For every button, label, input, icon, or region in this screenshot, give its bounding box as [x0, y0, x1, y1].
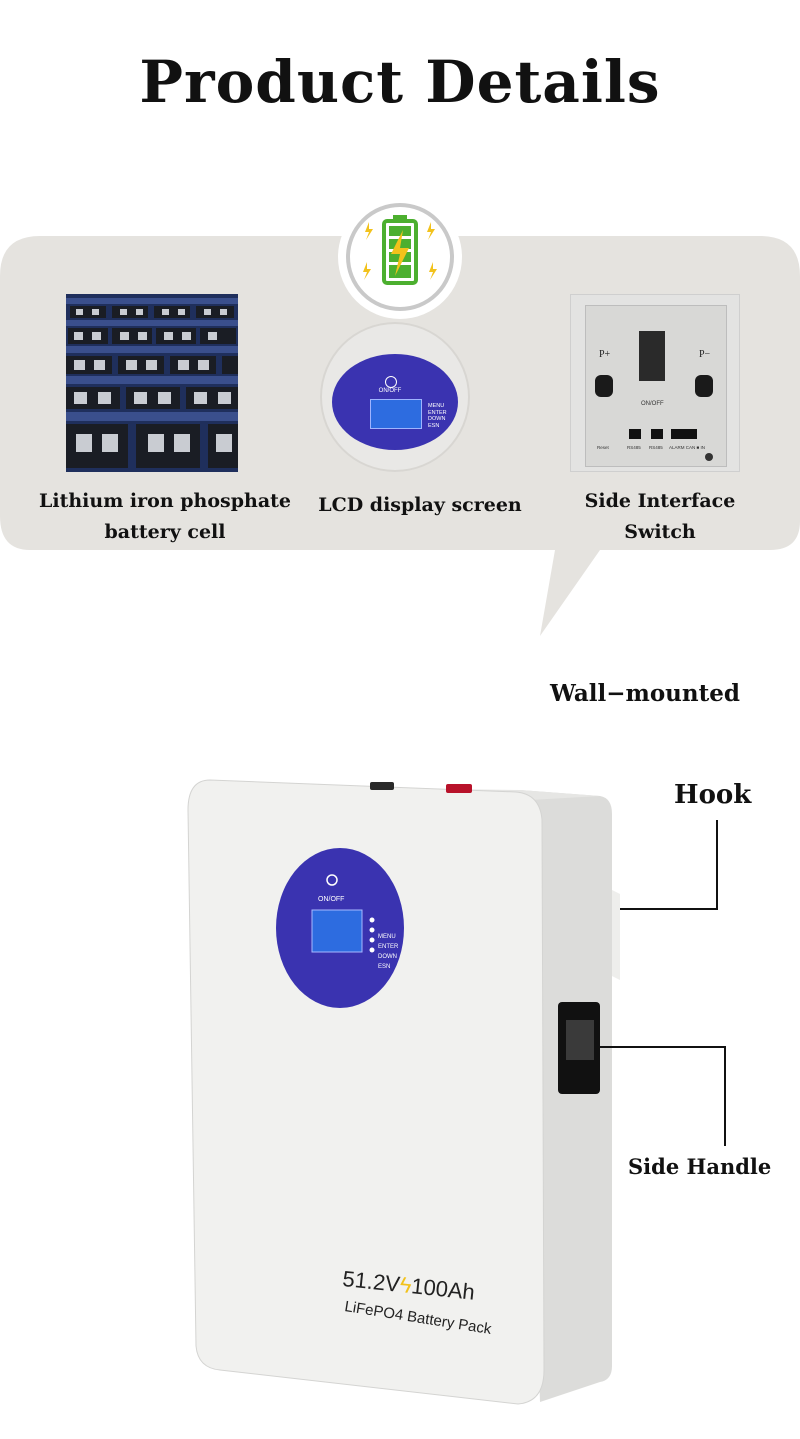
feature-interface-line1: Side Interface	[584, 490, 736, 512]
interface-reset-label: Reset	[597, 445, 609, 450]
cell-grid-graphic	[66, 294, 238, 472]
interface-port-3	[671, 429, 697, 439]
battery-button-enter: ENTER	[378, 944, 399, 950]
lcd-button-list: MENU ENTER DOWN ESN	[428, 403, 447, 429]
battery-button-down: DOWN	[378, 954, 397, 960]
feature-cell-line1: Lithium iron phosphate	[39, 490, 291, 512]
lcd-screen	[370, 399, 422, 429]
interface-port-label-1: RS485	[627, 445, 641, 450]
interface-slot	[639, 331, 665, 381]
battery-voltage: 51.2V	[341, 1266, 402, 1297]
interface-port-label-2: RS485	[649, 445, 663, 450]
interface-terminal-positive	[595, 375, 613, 397]
battery-power-label: ON/OFF	[318, 896, 345, 903]
lcd-power-label: ON/OFF	[378, 388, 402, 394]
interface-port-label-3: ALARM CAN ■ IN	[669, 445, 705, 450]
interface-port-2	[651, 429, 663, 439]
lcd-button-menu: MENU	[428, 403, 445, 409]
battery-button-menu: MENU	[378, 934, 396, 940]
interface-switch-label: ON/OFF	[641, 401, 664, 407]
side-handle-label: Side Handle	[628, 1154, 772, 1179]
lcd-button-down: DOWN	[428, 416, 446, 422]
hook-callout-line-vertical	[716, 820, 718, 910]
interface-p-plus: P+	[599, 349, 611, 360]
page-title: Product Details	[139, 48, 661, 116]
wall-mounted-label: Wall−mounted	[550, 680, 740, 707]
handle-callout-line-vertical	[724, 1046, 726, 1146]
feature-label-lcd: LCD display screen	[310, 490, 530, 521]
interface-p-minus: P−	[699, 349, 711, 360]
battery-lcd-buttons: MENU ENTER DOWN ESN	[378, 932, 398, 972]
feature-interface-line2: Switch	[624, 521, 696, 543]
feature-label-cell: Lithium iron phosphate battery cell	[30, 486, 300, 548]
hook-callout-line-horizontal	[620, 908, 718, 910]
battery-charging-icon	[338, 195, 462, 319]
feature-label-interface: Side Interface Switch	[560, 486, 760, 548]
lcd-button-enter: ENTER	[428, 409, 447, 416]
feature-cell-line2: battery cell	[104, 521, 226, 543]
interface-terminal-negative	[695, 375, 713, 397]
battery-capacity: 100Ah	[410, 1273, 477, 1305]
interface-reset-button	[705, 453, 713, 461]
feature-lcd-line1: LCD display screen	[318, 494, 522, 516]
lcd-button-esn: ESN	[428, 422, 440, 429]
side-interface-photo: P+ P− ON/OFF Reset RS485 RS485 ALARM CAN…	[570, 294, 740, 472]
power-icon	[385, 376, 397, 388]
interface-port-1	[629, 429, 641, 439]
hook-label: Hook	[674, 780, 752, 810]
handle-callout-line-horizontal	[600, 1046, 726, 1048]
lithium-cell-photo	[66, 294, 238, 472]
battery-button-esn: ESN	[378, 964, 391, 970]
battery-pack	[187, 779, 620, 1405]
